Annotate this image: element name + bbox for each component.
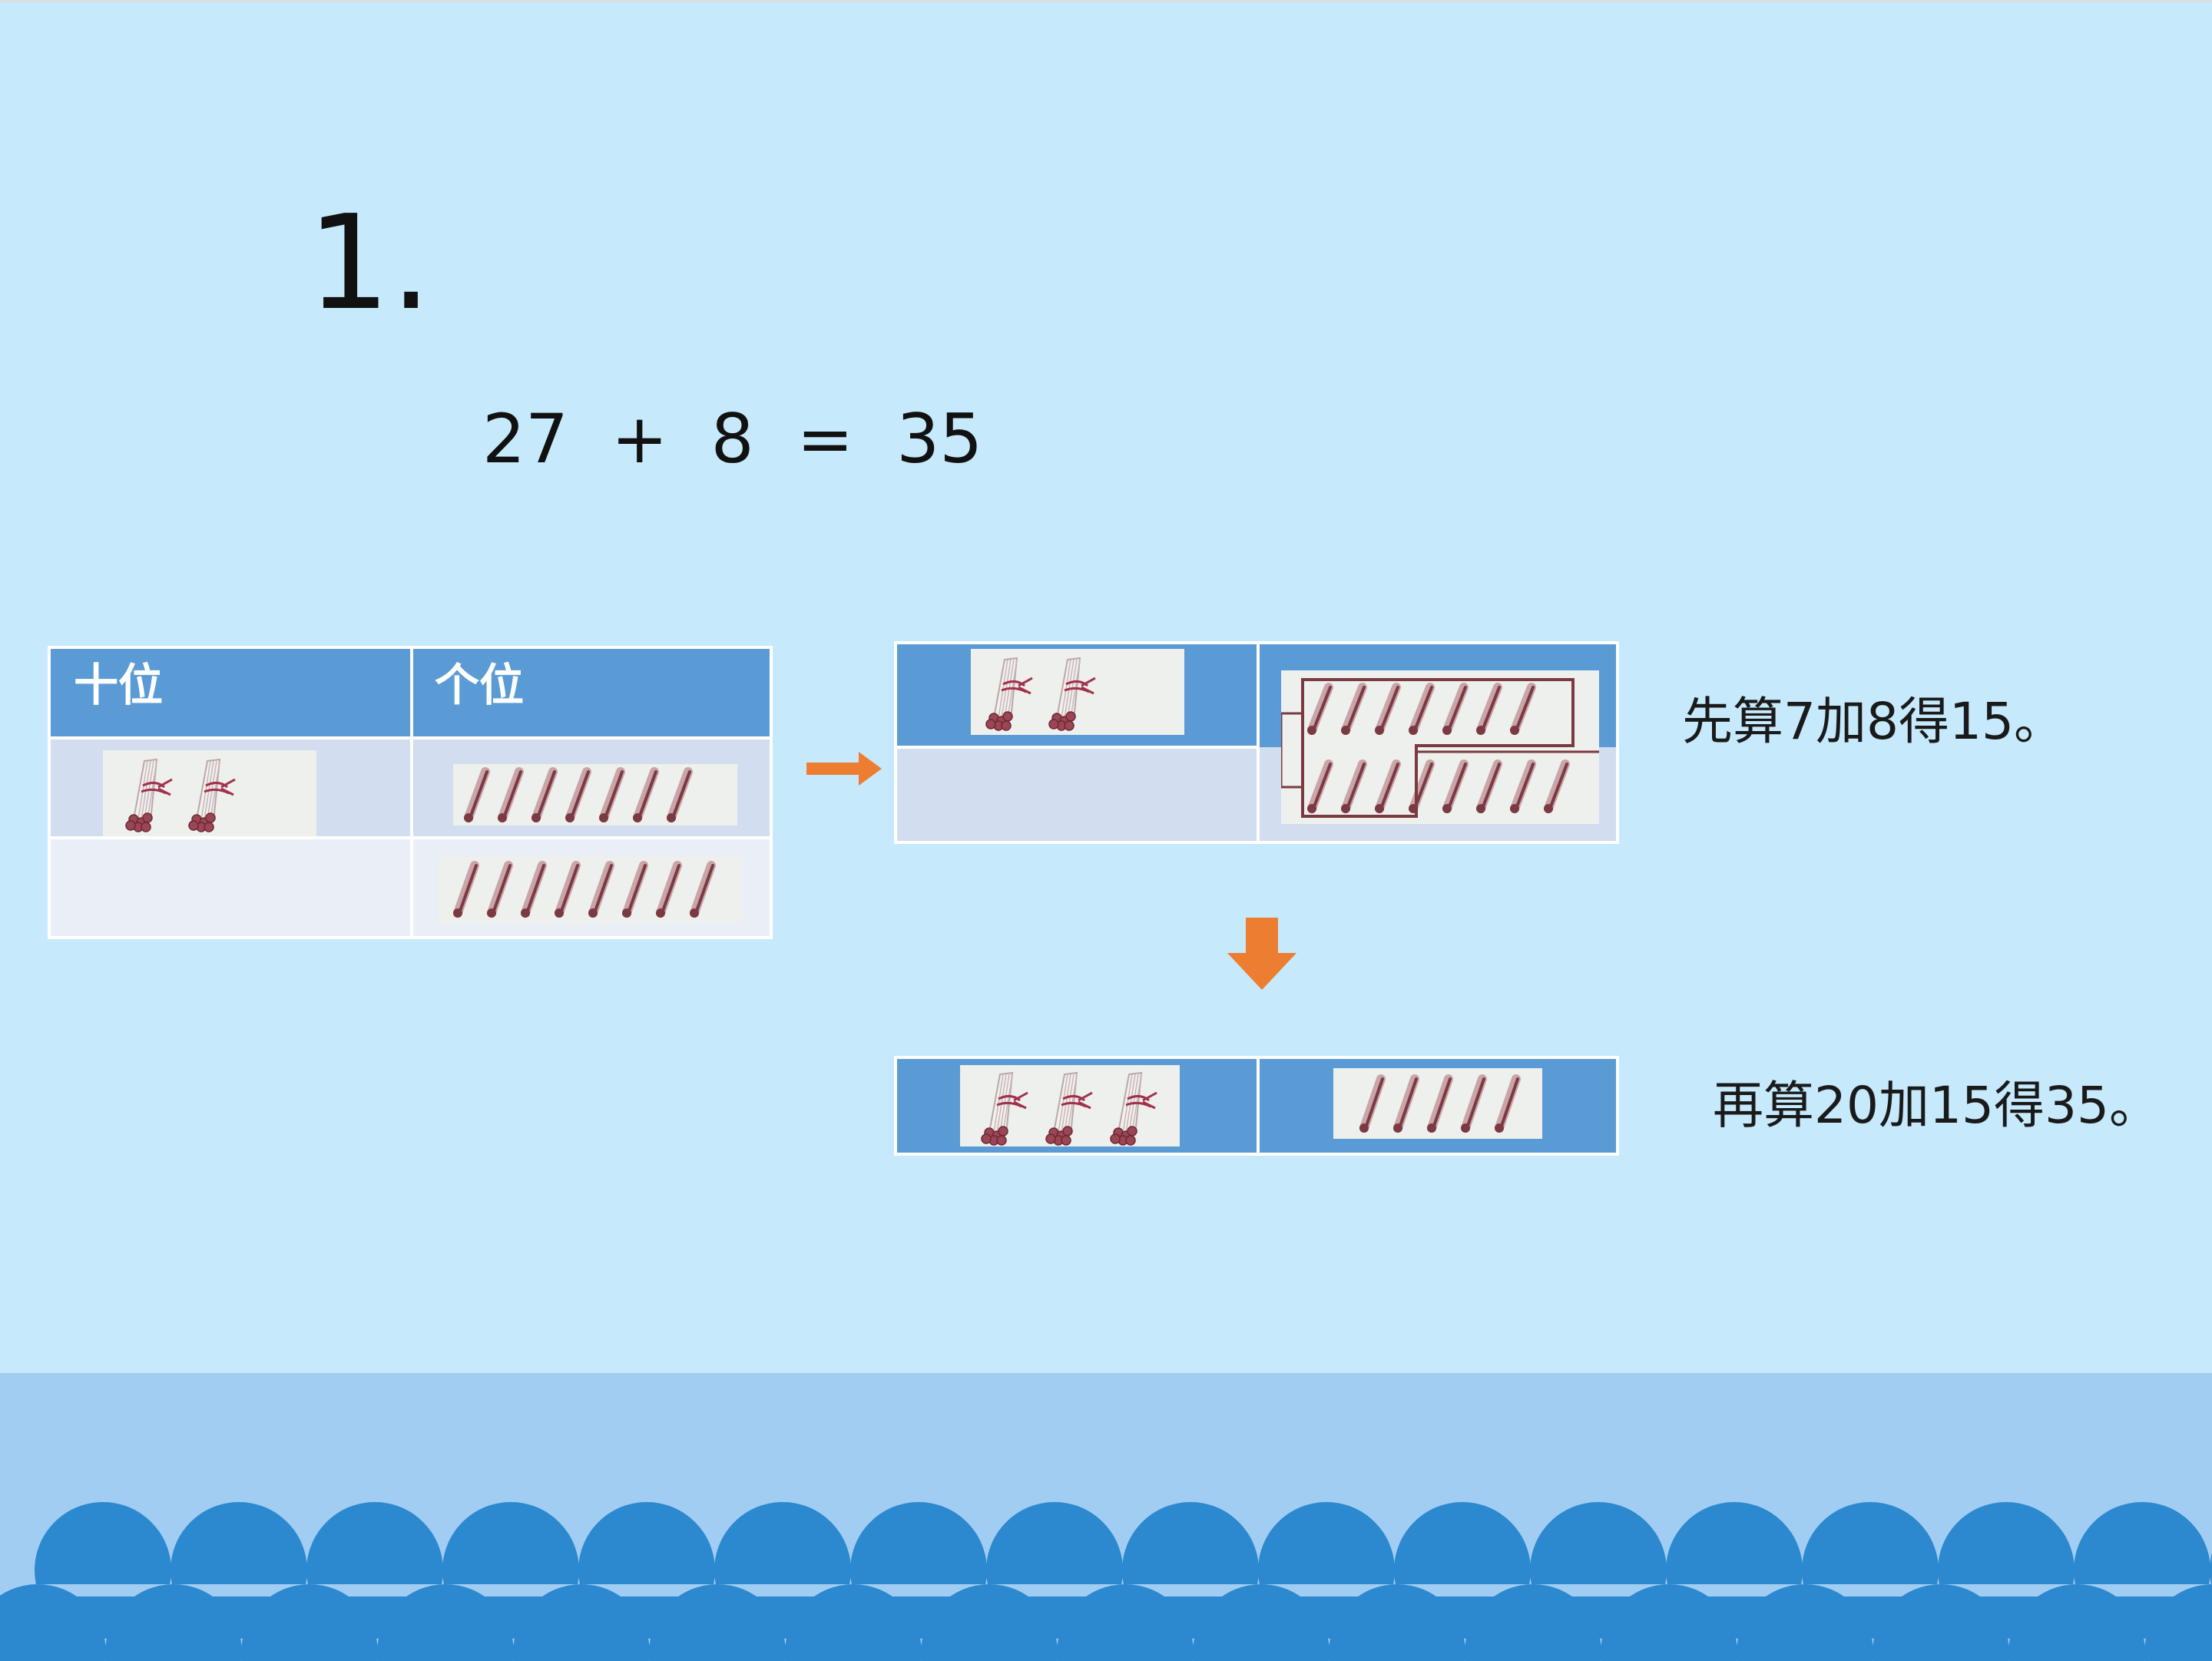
counting-stick-icon [1427, 1074, 1453, 1133]
counting-stick-icon [656, 861, 682, 918]
problem-number: 1. [307, 187, 432, 339]
counting-stick-icon [1375, 683, 1401, 735]
stick-bundle-icon [125, 758, 173, 832]
ones-header: 个位 [435, 659, 525, 711]
row1-ones-picture [453, 764, 737, 826]
stick-bundle-icon [188, 758, 236, 832]
ones-header-cell: 个位 [412, 649, 770, 738]
counting-stick-icon [1307, 683, 1333, 735]
stick-bundle-icon [981, 1071, 1028, 1146]
counting-stick-icon [1409, 759, 1435, 813]
counting-stick-icon [1409, 683, 1435, 735]
place-value-table-middle [894, 641, 1619, 844]
row2-ones-picture [438, 856, 742, 924]
bracket-line [1280, 712, 1599, 789]
result-ones-picture [1333, 1068, 1542, 1139]
counting-stick-icon [1476, 683, 1502, 735]
step2-note: 再算20加15得35。 [1713, 1076, 2160, 1135]
stick-group [1359, 1074, 1521, 1133]
stick-group [464, 767, 693, 822]
stick-bundle-icon [1045, 1071, 1093, 1146]
counting-stick-icon [1442, 683, 1469, 735]
counting-stick-icon [1341, 759, 1367, 813]
bundle-group [125, 758, 236, 832]
counting-stick-icon [453, 861, 479, 918]
stick-group [453, 861, 716, 918]
counting-stick-icon [1476, 759, 1502, 813]
counting-stick-icon [1442, 759, 1469, 813]
row1-tens-picture [103, 750, 316, 836]
counting-stick-icon [1461, 1074, 1487, 1133]
bundle-group [985, 657, 1096, 731]
counting-stick-icon [1341, 683, 1367, 735]
counting-stick-icon [1375, 759, 1401, 813]
top-stick-row [1307, 683, 1536, 735]
counting-stick-icon [521, 861, 547, 918]
counting-stick-icon [1544, 759, 1570, 813]
stick-bundle-icon [1048, 657, 1096, 731]
counting-stick-icon [599, 767, 625, 822]
counting-stick-icon [1393, 1074, 1419, 1133]
counting-stick-icon [531, 767, 558, 822]
stick-bundle-icon [1110, 1071, 1157, 1146]
arrow-right-icon [806, 752, 882, 786]
counting-stick-icon [1307, 759, 1333, 813]
result-tens-picture [960, 1065, 1180, 1146]
counting-stick-icon [622, 861, 648, 918]
counting-stick-icon [633, 767, 659, 822]
counting-stick-icon [667, 767, 693, 822]
row2-tens-cell [51, 838, 412, 936]
bottom-stick-row [1307, 759, 1570, 813]
decorative-footer [0, 1373, 2212, 1661]
step1-note: 先算7加8得15。 [1682, 692, 2065, 751]
arrow-down-icon [1227, 918, 1296, 990]
place-value-table-left: 十位 个位 [48, 646, 773, 939]
tens-header-cell: 十位 [51, 649, 412, 738]
counting-stick-icon [1359, 1074, 1386, 1133]
middle-tens-bottom-cell [897, 747, 1258, 841]
counting-stick-icon [690, 861, 716, 918]
counting-stick-icon [565, 767, 591, 822]
counting-stick-icon [1510, 683, 1536, 735]
counting-stick-icon [1495, 1074, 1521, 1133]
counting-stick-icon [498, 767, 524, 822]
equation: 27 + 8 = 35 [482, 399, 983, 478]
counting-stick-icon [487, 861, 513, 918]
wave-scallop [2210, 1502, 2212, 1639]
counting-stick-icon [1510, 759, 1536, 813]
tens-header: 十位 [74, 659, 164, 711]
counting-stick-icon [588, 861, 614, 918]
bundle-group [981, 1071, 1157, 1146]
counting-stick-icon [555, 861, 581, 918]
place-value-table-result [894, 1056, 1619, 1156]
regroup-diagram [1280, 678, 1599, 818]
stick-bundle-icon [985, 657, 1033, 731]
middle-tens-picture [971, 649, 1184, 735]
group-of-ten-outline [1301, 678, 1575, 818]
middle-ones-picture [1280, 670, 1599, 824]
counting-stick-icon [464, 767, 490, 822]
